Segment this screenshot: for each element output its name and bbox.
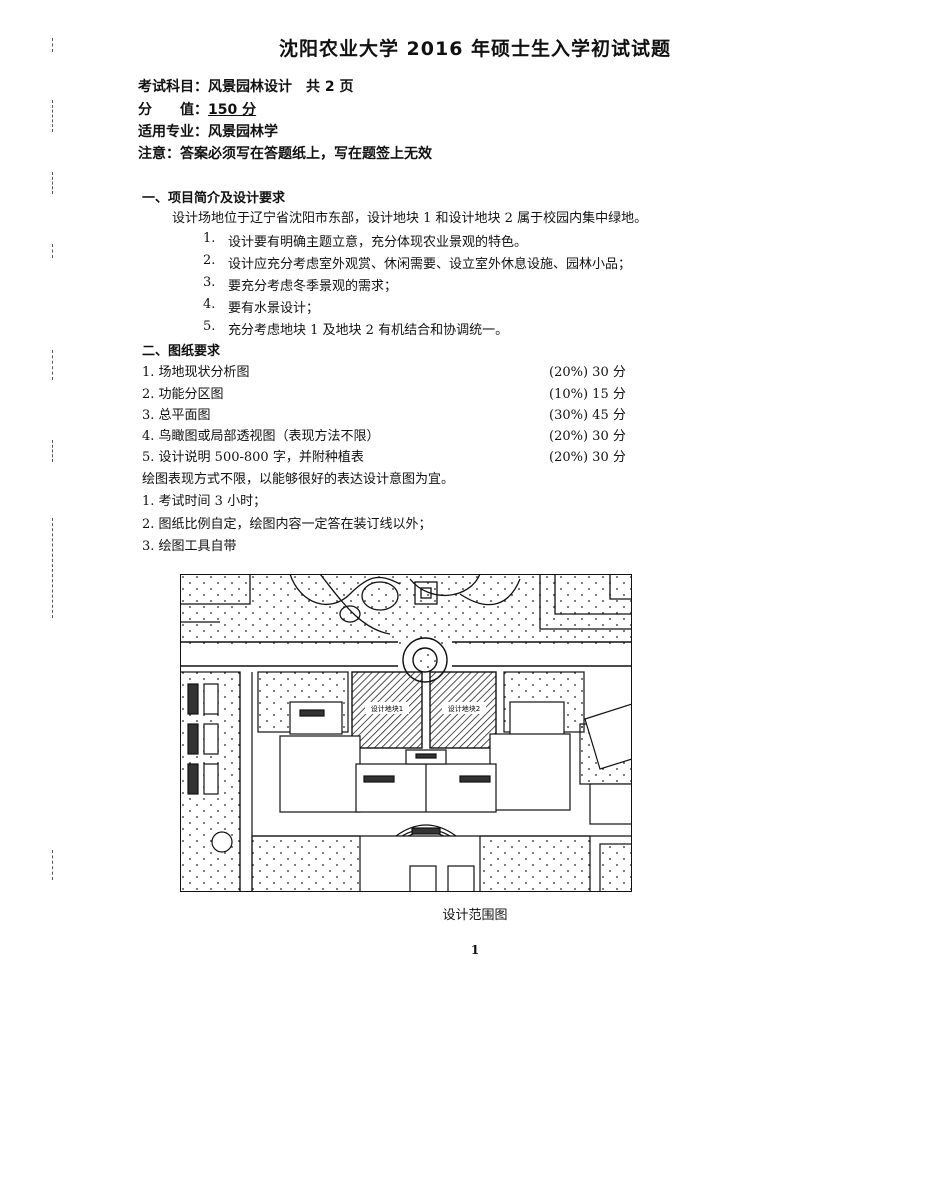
subject-row: 考试科目：风景园林设计 共 2 页	[138, 76, 354, 96]
main-road	[180, 637, 632, 683]
west-buildings	[180, 671, 253, 892]
central-buildings	[257, 671, 585, 813]
east-buildings	[579, 703, 632, 892]
requirement-number: 3.	[203, 275, 216, 290]
drawing-score: (30%) 45 分	[549, 408, 626, 423]
notice-row: 注意：答案必须写在答题纸上，写在题签上无效	[138, 143, 432, 163]
south-area	[251, 835, 632, 892]
drawing-score: (10%) 15 分	[549, 387, 626, 402]
map-caption: 设计范围图	[442, 908, 508, 923]
drawing-item: 5. 设计说明 500-800 字，并附种植表	[142, 450, 364, 465]
drawing-item: 2. 功能分区图	[142, 387, 224, 402]
requirement-text: 充分考虑地块 1 及地块 2 有机结合和协调统一。	[228, 323, 509, 338]
drawing-item: 3. 总平面图	[142, 408, 211, 423]
design-plot-1-label: 设计地块1	[371, 704, 403, 713]
binding-line-mark	[52, 244, 55, 258]
notice-value: 答案必须写在答题纸上，写在题签上无效	[180, 146, 432, 162]
site-plan-map: 设计地块1 设计地块2	[180, 574, 632, 892]
design-plot-2-label: 设计地块2	[448, 704, 480, 713]
requirement-number: 1.	[203, 231, 216, 246]
subject-label: 考试科目：	[138, 79, 208, 95]
exam-note: 3. 绘图工具自带	[142, 539, 237, 554]
drawing-item: 1. 场地现状分析图	[142, 365, 250, 380]
requirement-text: 设计要有明确主题立意，充分体现农业景观的特色。	[228, 235, 528, 250]
binding-line-mark	[52, 100, 55, 132]
score-label: 分 值：	[138, 102, 208, 118]
binding-line-mark	[52, 38, 55, 52]
section1-heading: 一、项目简介及设计要求	[142, 191, 286, 206]
exam-note: 2. 图纸比例自定，绘图内容一定答在装订线以外；	[142, 517, 432, 532]
north-park	[180, 574, 632, 644]
notice-label: 注意：	[138, 146, 180, 162]
page-title: 沈阳农业大学 2016 年硕士生入学初试试题	[278, 38, 672, 60]
section1-intro: 设计场地位于辽宁省沈阳市东部，设计地块 1 和设计地块 2 属于校园内集中绿地。	[172, 211, 648, 226]
requirement-number: 2.	[203, 253, 216, 268]
exam-note: 1. 考试时间 3 小时；	[142, 494, 267, 509]
major-value: 风景园林学	[208, 124, 278, 140]
drawing-score: (20%) 30 分	[549, 365, 626, 380]
entrance-plaza	[395, 824, 457, 837]
major-label: 适用专业：	[138, 124, 208, 140]
binding-line-mark	[52, 440, 55, 462]
score-row: 分 值：150 分	[138, 99, 256, 119]
binding-line-mark	[52, 350, 55, 380]
requirement-text: 要有水景设计；	[228, 301, 320, 316]
binding-line-mark	[52, 172, 55, 194]
binding-line-mark	[52, 850, 55, 880]
drawing-item: 4. 鸟瞰图或局部透视图（表现方法不限）	[142, 429, 380, 444]
page-number: 1	[470, 943, 480, 957]
exam-note: 绘图表现方式不限，以能够很好的表达设计意图为宜。	[142, 472, 455, 487]
requirement-number: 5.	[203, 319, 216, 334]
requirement-text: 要充分考虑冬季景观的需求；	[228, 279, 398, 294]
drawing-score: (20%) 30 分	[549, 450, 626, 465]
section2-heading: 二、图纸要求	[142, 344, 221, 359]
score-value: 150 分	[208, 102, 257, 118]
requirement-number: 4.	[203, 297, 216, 312]
binding-line-mark	[52, 518, 55, 618]
drawing-score: (20%) 30 分	[549, 429, 626, 444]
requirement-text: 设计应充分考虑室外观赏、休闲需要、设立室外休息设施、园林小品；	[228, 257, 632, 272]
major-row: 适用专业：风景园林学	[138, 121, 278, 141]
subject-value: 风景园林设计 共 2 页	[208, 79, 354, 95]
